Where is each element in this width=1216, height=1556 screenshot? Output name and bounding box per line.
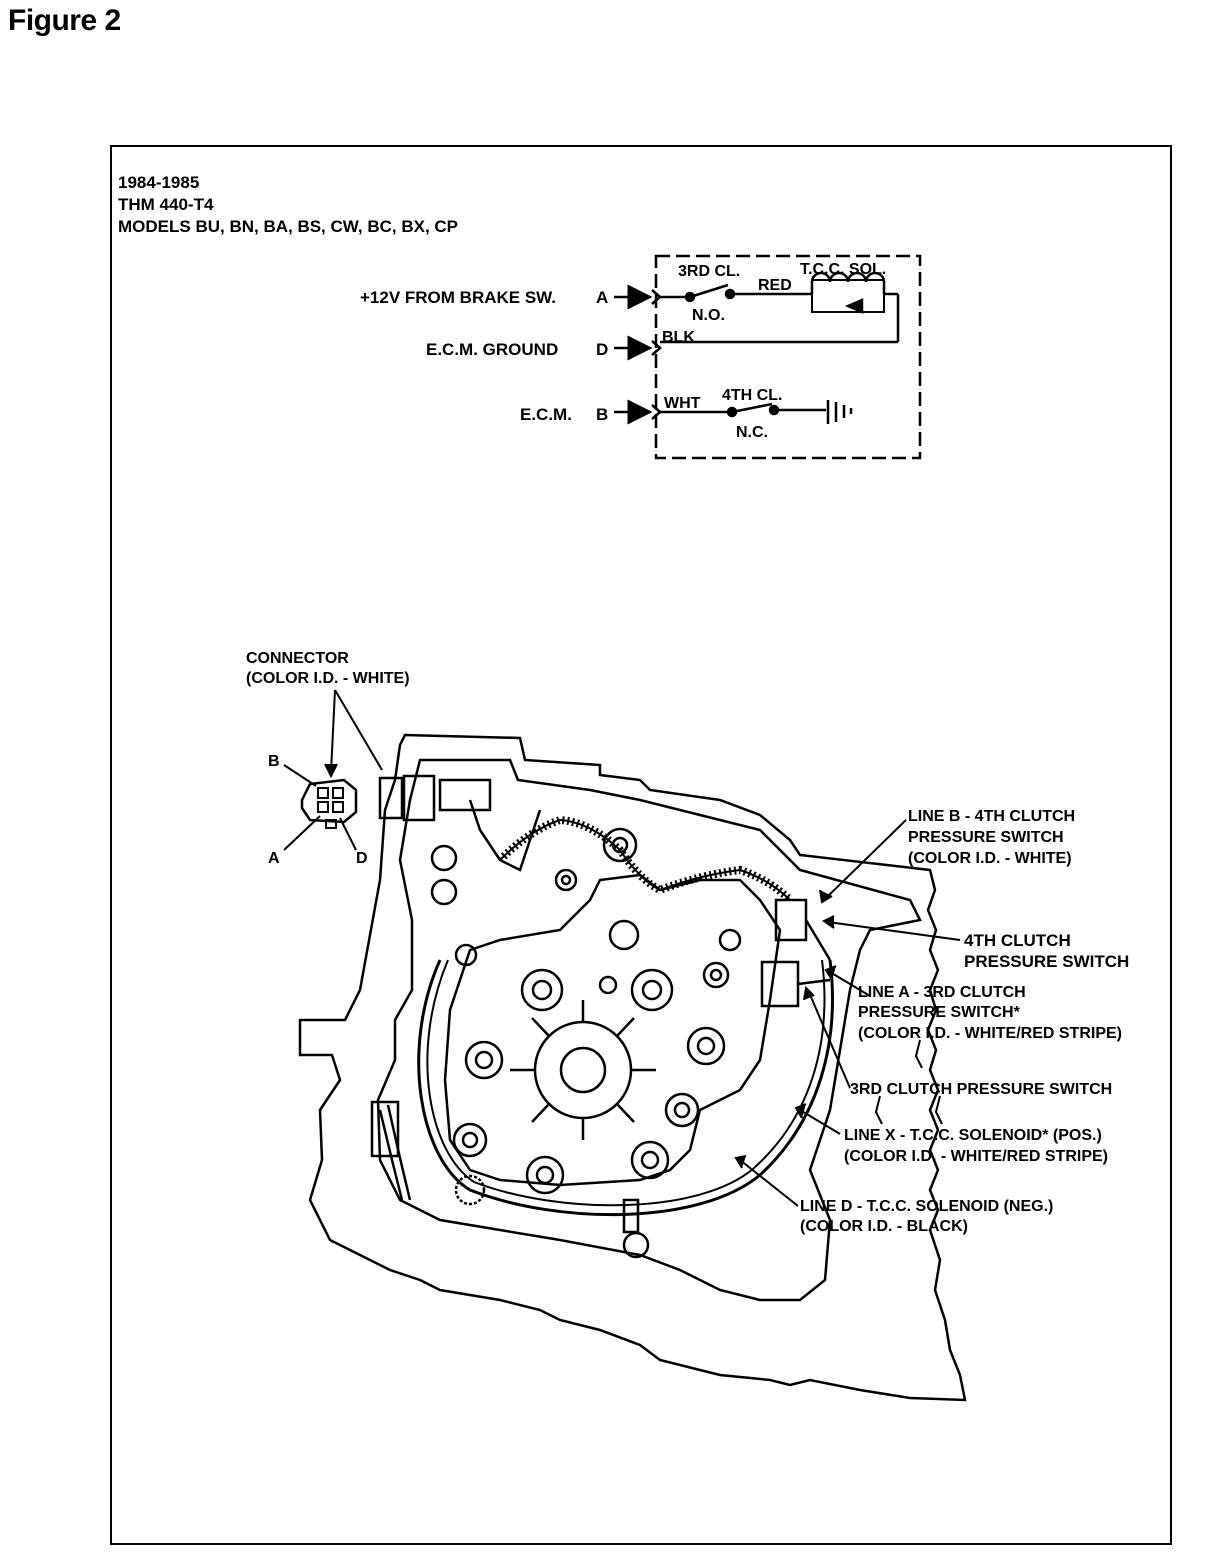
label-wire-wht: WHT xyxy=(664,395,701,412)
callout-line-a-3: (COLOR I.D. - WHITE/RED STRIPE) xyxy=(858,1025,1122,1042)
label-connector: CONNECTOR xyxy=(246,650,349,667)
callout-line-a-2: PRESSURE SWITCH* xyxy=(858,1004,1021,1021)
label-connector-color: (COLOR I.D. - WHITE) xyxy=(246,670,410,687)
label-brake-switch: +12V FROM BRAKE SW. xyxy=(360,288,556,307)
chevron-b-icon xyxy=(651,404,662,420)
figure-frame xyxy=(110,145,1172,1545)
schematic xyxy=(614,254,922,460)
label-ecm-ground: E.C.M. GROUND xyxy=(426,340,558,359)
label-3rd-clutch: 3RD CL. xyxy=(678,263,740,280)
switch-3rd-blade xyxy=(689,283,729,299)
label-normally-closed: N.C. xyxy=(736,424,768,441)
callout-line-x-2: (COLOR I.D. - WHITE/RED STRIPE) xyxy=(844,1148,1108,1165)
callout-line-x-1: LINE X - T.C.C. SOLENOID* (POS.) xyxy=(844,1127,1102,1144)
label-pin-a: A xyxy=(596,288,608,307)
callout-4th-1: 4TH CLUTCH xyxy=(964,931,1071,950)
chevron-d-icon xyxy=(651,340,662,356)
connector-graphic xyxy=(283,689,383,851)
label-wire-blk: BLK xyxy=(662,329,695,346)
label-pin-b: B xyxy=(596,405,608,424)
header-years: 1984-1985 xyxy=(118,173,200,192)
callout-line-d-1: LINE D - T.C.C. SOLENOID (NEG.) xyxy=(800,1198,1053,1215)
callout-4th-2: PRESSURE SWITCH xyxy=(964,952,1129,971)
label-tcc-solenoid: T.C.C. SOL. xyxy=(800,261,886,278)
connector-pin-b: B xyxy=(268,753,280,770)
callout-line-b-1: LINE B - 4TH CLUTCH xyxy=(908,808,1075,825)
callout-line-d-2: (COLOR I.D. - BLACK) xyxy=(800,1218,968,1235)
label-normally-open: N.O. xyxy=(692,307,725,324)
connector-pin-d: D xyxy=(356,850,368,867)
callout-line-a-1: LINE A - 3RD CLUTCH xyxy=(858,984,1026,1001)
callout-3rd: 3RD CLUTCH PRESSURE SWITCH xyxy=(850,1081,1112,1098)
schematic-enclosure xyxy=(654,254,922,460)
callout-line-b-3: (COLOR I.D. - WHITE) xyxy=(908,850,1072,867)
solenoid-coil-icon xyxy=(810,271,886,294)
header-models: MODELS BU, BN, BA, BS, CW, BC, BX, CP xyxy=(118,217,459,236)
transmission-case-drawing xyxy=(298,733,967,1402)
callout-leaders xyxy=(734,819,961,1207)
label-pin-d: D xyxy=(596,340,608,359)
switch-4th-blade xyxy=(731,402,773,414)
connector-pin-a: A xyxy=(268,850,280,867)
label-ecm: E.C.M. xyxy=(520,405,572,424)
figure-header: 1984-1985 THM 440-T4 MODELS BU, BN, BA, … xyxy=(118,172,458,238)
connector-plug-icon xyxy=(300,778,358,824)
figure-title: Figure 2 xyxy=(8,4,121,37)
callout-line-b-2: PRESSURE SWITCH xyxy=(908,829,1064,846)
third-clutch-switch-icon xyxy=(760,960,800,1008)
header-transmission: THM 440-T4 xyxy=(118,195,214,214)
label-wire-red: RED xyxy=(758,277,792,294)
label-4th-clutch: 4TH CL. xyxy=(722,387,782,404)
solenoid-diode-icon xyxy=(844,298,864,314)
